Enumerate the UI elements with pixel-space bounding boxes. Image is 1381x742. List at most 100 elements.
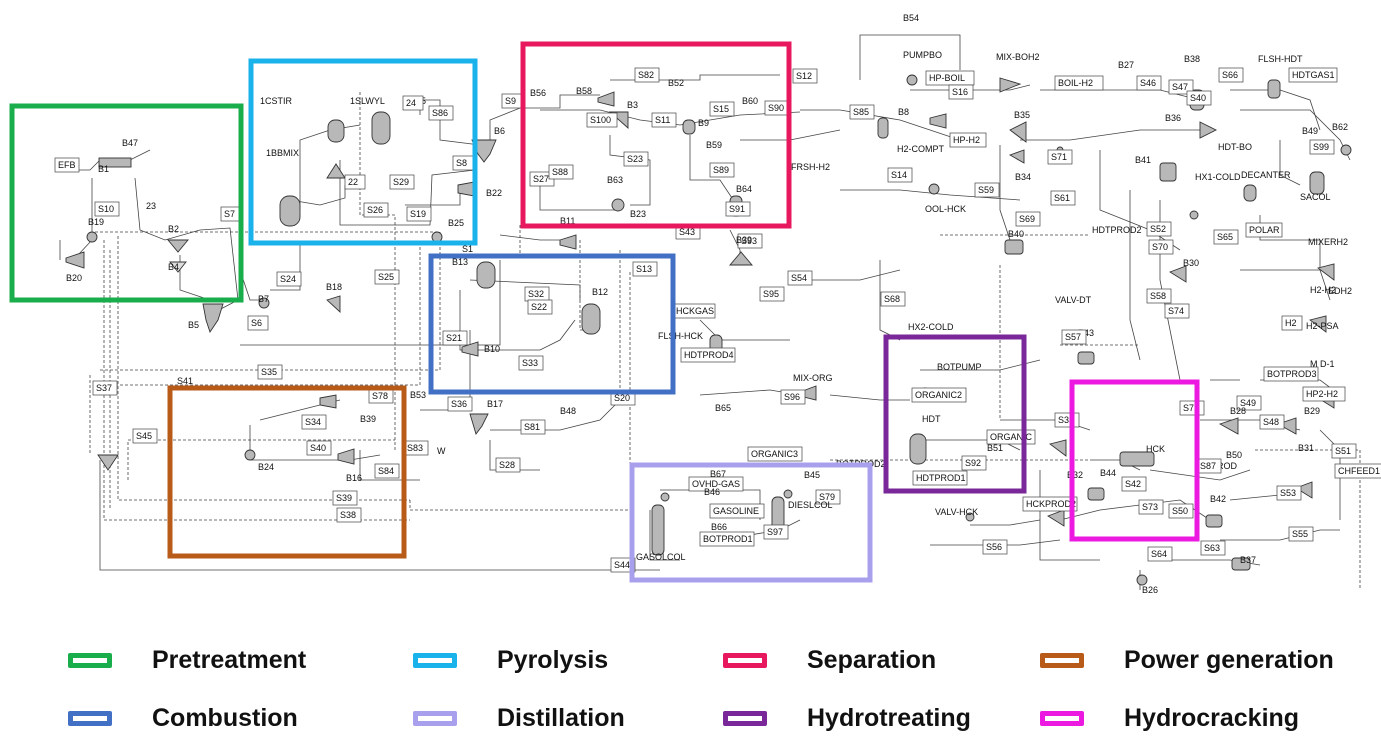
block-label: S27	[533, 174, 549, 184]
block-label: S96	[784, 392, 800, 402]
block-label: B26	[1142, 585, 1158, 595]
block-label: B12	[592, 287, 608, 297]
block-label: HDTPROD4	[684, 350, 734, 360]
block-label: B53	[410, 390, 426, 400]
legend-swatch	[1040, 653, 1084, 668]
block-label: GASOLCOL	[636, 552, 686, 562]
block-label: VALV-DT	[1055, 295, 1092, 305]
block-label: DIESLCOL	[788, 500, 833, 510]
block-label: B62	[1332, 122, 1348, 132]
block-label: BOTPUMP	[937, 362, 982, 372]
block-label: B45	[804, 470, 820, 480]
block-label: B32	[1067, 470, 1083, 480]
block-label: S36	[451, 399, 467, 409]
block-label: B29	[1304, 406, 1320, 416]
block-label: S26	[367, 205, 383, 215]
block-label: B3	[627, 100, 638, 110]
block-label: B4	[168, 262, 179, 272]
block-label: S100	[590, 115, 611, 125]
block-label: HP-H2	[953, 135, 980, 145]
block-label: B36	[1165, 113, 1181, 123]
block-label: HDT	[922, 414, 941, 424]
block-label: FLSH-HCK	[658, 331, 703, 341]
legend-label: Distillation	[497, 704, 625, 733]
block-label: S95	[763, 289, 779, 299]
block-label: VALV-HCK	[935, 507, 978, 517]
block-label: FLSH-HDT	[1258, 54, 1303, 64]
block-label: S47	[1172, 82, 1188, 92]
block-label: S58	[1150, 291, 1166, 301]
block-label: S55	[1292, 529, 1308, 539]
legend-label: Combustion	[152, 704, 298, 733]
block-label: S40	[310, 443, 326, 453]
block-label: B10	[484, 344, 500, 354]
block-label: M D-1	[1310, 359, 1335, 369]
block-label: MIX-ORG	[793, 373, 833, 383]
block-label: S25	[378, 272, 394, 282]
block-label: S28	[499, 460, 515, 470]
block-label: S59	[978, 185, 994, 195]
block-label: B56	[530, 88, 546, 98]
block-label: S90	[768, 103, 784, 113]
block-label: S99	[1313, 142, 1329, 152]
block-label: S63	[1204, 543, 1220, 553]
block-label: B58	[576, 86, 592, 96]
legend: PretreatmentPyrolysisSeparationPower gen…	[0, 620, 1381, 742]
section-frame-distillation	[632, 465, 870, 580]
block-label: S61	[1054, 193, 1070, 203]
block-label: S40	[1190, 93, 1206, 103]
block-label: OOL-HCK	[925, 204, 966, 214]
block-label: B42	[1210, 494, 1226, 504]
legend-item: Separation	[723, 640, 936, 680]
block-label: 22	[348, 177, 358, 187]
legend-label: Pyrolysis	[497, 646, 608, 675]
legend-item: Combustion	[68, 698, 298, 738]
block-label: S23	[627, 154, 643, 164]
block-label: S42	[1125, 479, 1141, 489]
block-label: B52	[668, 78, 684, 88]
block-label: B65	[715, 403, 731, 413]
block-label: B17	[487, 399, 503, 409]
block-label: B24	[258, 462, 274, 472]
block-label: EDH2	[1328, 286, 1352, 296]
block-label: MIX-BOH2	[996, 52, 1040, 62]
block-label: S10	[98, 204, 114, 214]
block-label: S64	[1151, 549, 1167, 559]
block-label: S19	[410, 209, 426, 219]
block-label: S66	[1222, 70, 1238, 80]
block-label: S9	[505, 96, 516, 106]
legend-swatch	[68, 653, 112, 668]
block-label: S68	[884, 294, 900, 304]
block-label: S39	[336, 493, 352, 503]
block-label: S6	[251, 318, 262, 328]
block-label: B49	[1302, 126, 1318, 136]
block-label: S45	[136, 431, 152, 441]
block-label: B40	[1008, 229, 1024, 239]
legend-item: Hydrocracking	[1040, 698, 1299, 738]
block-label: B35	[1014, 110, 1030, 120]
block-label: B50	[1226, 450, 1242, 460]
block-label: B37	[1240, 555, 1256, 565]
block-label: B67	[710, 469, 726, 479]
block-label: S12	[796, 71, 812, 81]
block-label: HP-BOIL	[929, 73, 965, 83]
block-label: S54	[791, 273, 807, 283]
block-label: B7	[258, 294, 269, 304]
block-label: B16	[346, 473, 362, 483]
block-label: B2	[168, 224, 179, 234]
block-label: BOIL-H2	[1058, 78, 1093, 88]
block-label: S86	[432, 108, 448, 118]
block-label: B23	[630, 209, 646, 219]
block-label: S92	[965, 458, 981, 468]
block-label: H2-PSA	[1306, 321, 1339, 331]
block-label: 24	[406, 98, 416, 108]
legend-item: Power generation	[1040, 640, 1334, 680]
block-label: B66	[711, 522, 727, 532]
block-label: S8	[456, 158, 467, 168]
block-label: H2-COMPT	[897, 144, 945, 154]
block-label: S14	[891, 170, 907, 180]
block-label: H2	[1285, 318, 1297, 328]
section-frame-pretreatment	[12, 106, 241, 300]
legend-swatch	[1040, 711, 1084, 726]
block-label: BOTPROD1	[703, 534, 753, 544]
